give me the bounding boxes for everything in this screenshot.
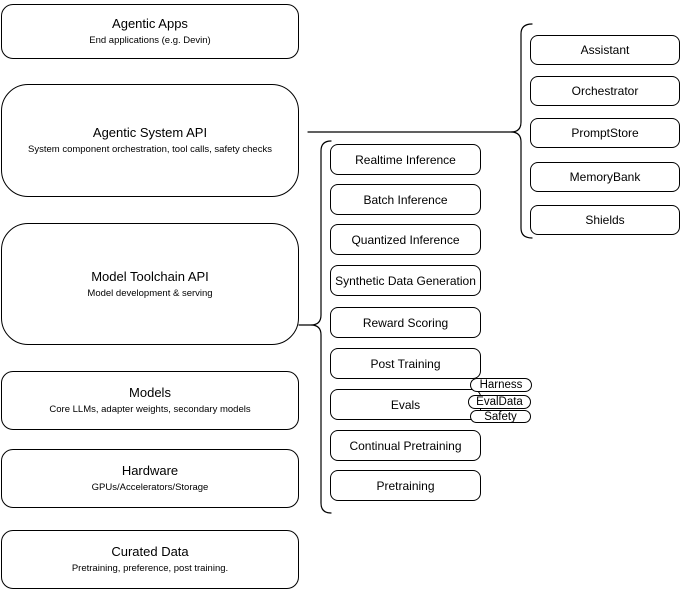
node-assistant: Assistant [530,35,680,65]
node-memorybank: MemoryBank [530,162,680,192]
node-title: Agentic System API [92,125,208,140]
tag-evaldata: EvalData [468,395,531,409]
node-promptstore: PromptStore [530,118,680,148]
tag-harness: Harness [470,378,532,392]
tag-label: Harness [479,379,523,391]
node-subtitle: Model development & serving [87,287,213,299]
toolchain-items-bracket [310,140,332,514]
node-quantized-inference: Quantized Inference [330,224,481,255]
node-shields: Shields [530,205,680,235]
node-title: Curated Data [111,544,189,559]
node-batch-inference: Batch Inference [330,184,481,215]
node-title: Model Toolchain API [91,268,209,284]
node-label: Continual Pretraining [349,438,462,453]
node-post-training: Post Training [330,348,481,379]
node-model-toolchain-api: Model Toolchain API Model development & … [1,223,299,345]
node-label: Realtime Inference [355,152,456,167]
node-label: Assistant [580,43,630,57]
tag-label: Safety [484,410,517,423]
node-evals: Evals [330,389,481,420]
node-models: Models Core LLMs, adapter weights, secon… [1,371,299,430]
node-label: Reward Scoring [362,315,449,330]
tag-safety: Safety [470,410,531,423]
node-hardware: Hardware GPUs/Accelerators/Storage [1,449,299,508]
node-label: Batch Inference [363,192,448,207]
node-curated-data: Curated Data Pretraining, preference, po… [1,530,299,589]
node-label: Shields [585,213,625,227]
node-label: PromptStore [571,126,639,140]
node-subtitle: System component orchestration, tool cal… [28,144,272,155]
node-label: MemoryBank [569,170,641,184]
node-label: Pretraining [376,478,435,493]
node-realtime-inference: Realtime Inference [330,144,481,175]
node-agentic-apps: Agentic Apps End applications (e.g. Devi… [1,4,299,59]
system-components-bracket [510,23,533,239]
node-agentic-system-api: Agentic System API System component orch… [1,84,299,197]
tag-label: EvalData [476,396,523,408]
node-continual-pretraining: Continual Pretraining [330,430,481,461]
node-title: Agentic Apps [112,16,188,31]
node-label: Quantized Inference [351,232,460,247]
node-reward-scoring: Reward Scoring [330,307,481,338]
node-pretraining: Pretraining [330,470,481,501]
node-title: Hardware [121,463,179,478]
node-label: Orchestrator [571,84,639,98]
node-subtitle: GPUs/Accelerators/Storage [91,482,209,493]
node-label: Synthetic Data Generation [335,273,476,288]
node-subtitle: Pretraining, preference, post training. [71,563,229,574]
node-subtitle: Core LLMs, adapter weights, secondary mo… [49,404,251,415]
node-title: Models [129,385,171,400]
node-subtitle: End applications (e.g. Devin) [89,35,211,46]
node-label: Evals [390,397,421,412]
node-label: Post Training [370,356,441,371]
node-synthetic-data-generation: Synthetic Data Generation [330,265,481,296]
node-orchestrator: Orchestrator [530,76,680,106]
